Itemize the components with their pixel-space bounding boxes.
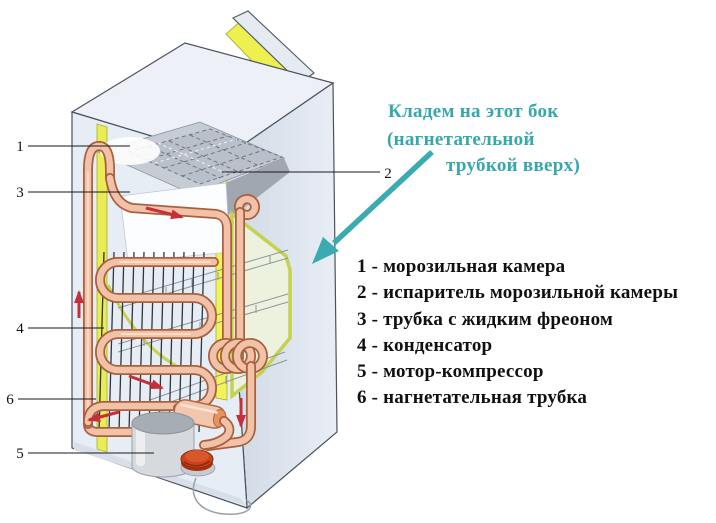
callout-number-3: 3 xyxy=(16,185,24,201)
power-cord xyxy=(192,477,252,515)
instruction-line-2: (нагнетательной xyxy=(387,129,535,150)
flow-arrows xyxy=(74,206,246,428)
instruction-annotation: Кладем на этот бок (нагнетательной трубк… xyxy=(312,101,580,264)
callout-number-6: 6 xyxy=(6,392,14,408)
compressor-relay xyxy=(180,449,216,477)
instruction-arrow-head xyxy=(312,237,339,264)
freezer-front xyxy=(119,182,231,263)
motor-compressor xyxy=(131,411,195,478)
flow-arrow-right-top xyxy=(145,206,184,220)
instruction-line-1: Кладем на этот бок xyxy=(388,101,559,122)
instruction-line-3: трубкой вверх) xyxy=(446,155,580,176)
legend-item-3: 3 - трубка с жидким фреоном xyxy=(357,309,613,330)
evaporator-grille-lines xyxy=(126,128,284,185)
filter-outlet-tube xyxy=(199,416,235,450)
legend: 1 - морозильная камера 2 - испаритель мо… xyxy=(357,256,678,408)
legend-item-5: 5 - мотор-компрессор xyxy=(357,361,544,382)
fridge-cabinet xyxy=(70,42,338,510)
callout-number-1: 1 xyxy=(16,139,24,155)
freezer-highlight xyxy=(100,137,160,165)
instruction-arrow-shaft xyxy=(332,149,434,246)
evaporator-grille xyxy=(128,129,282,184)
legend-item-1: 1 - морозильная камера xyxy=(357,256,566,277)
callout-number-4: 4 xyxy=(16,321,24,337)
legend-item-2: 2 - испаритель морозильной камеры xyxy=(357,282,678,303)
flow-arrow-left xyxy=(87,410,120,422)
legend-item-4: 4 - конденсатор xyxy=(357,335,492,356)
callout-number-2: 2 xyxy=(384,166,392,182)
callout-number-5: 5 xyxy=(16,446,24,462)
callouts: 1 2 3 4 5 6 xyxy=(6,139,392,462)
legend-item-6: 6 - нагнетательная трубка xyxy=(357,387,587,408)
flow-arrow-right-mid xyxy=(128,374,164,390)
